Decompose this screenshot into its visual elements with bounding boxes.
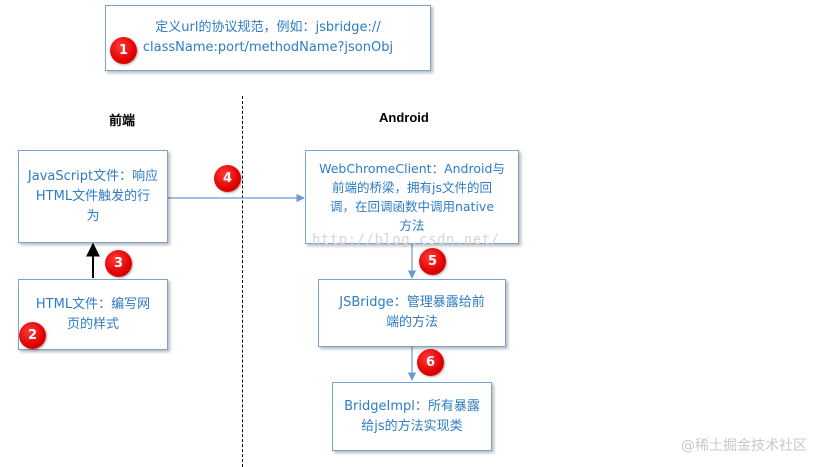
frontend-header: 前端 [109,113,136,128]
javascript-file-box: JavaScript文件：响应 HTML文件触发的行 为 [18,150,168,243]
section-divider [242,96,243,467]
step-badge-5: 5 [419,248,446,275]
webchromeclient-line2: 前端的桥梁，拥有js文件的回 [332,180,492,195]
javascript-box-line2: HTML文件触发的行 [35,188,151,204]
webchromeclient-line3: 调，在回调函数中调用native [329,199,495,214]
javascript-box-line3: 为 [86,208,100,224]
jsbridge-line2: 端的方法 [385,315,438,330]
step-badge-1: 1 [110,37,137,64]
android-header: Android [379,110,429,125]
javascript-box-line1: JavaScript文件：响应 [27,168,159,184]
webchromeclient-box: WebChromeClient：Android与 前端的桥梁，拥有js文件的回 … [305,150,519,244]
bridgeimpl-line2: 给js的方法实现类 [361,418,463,434]
webchromeclient-line1: WebChromeClient：Android与 [319,161,505,176]
bridgeimpl-line1: BridgeImpl：所有暴露 [344,398,480,414]
step-badge-4: 4 [214,165,241,192]
protocol-note-box: 定义url的协议规范，例如：jsbridge:// className:port… [105,5,431,71]
step-badge-3: 3 [105,250,132,277]
step-badge-6: 6 [417,349,444,376]
jsbridge-box: JSBridge：管理暴露给前 端的方法 [318,279,506,347]
site-watermark: @稀土掘金技术社区 [681,438,807,454]
html-box-line1: HTML文件：编写网 [35,296,151,312]
bridgeimpl-box: BridgeImpl：所有暴露 给js的方法实现类 [332,382,492,451]
html-box-line2: 页的样式 [66,316,119,332]
protocol-note-line1: 定义url的协议规范，例如：jsbridge:// [155,20,381,35]
step-badge-2: 2 [19,322,46,349]
protocol-note-line2: className:port/methodName?jsonObj [142,40,394,55]
csdn-watermark: http://blog.csdn.net/ [312,232,500,248]
jsbridge-line1: JSBridge：管理暴露给前 [339,295,485,310]
webchromeclient-line4: 方法 [399,218,425,233]
